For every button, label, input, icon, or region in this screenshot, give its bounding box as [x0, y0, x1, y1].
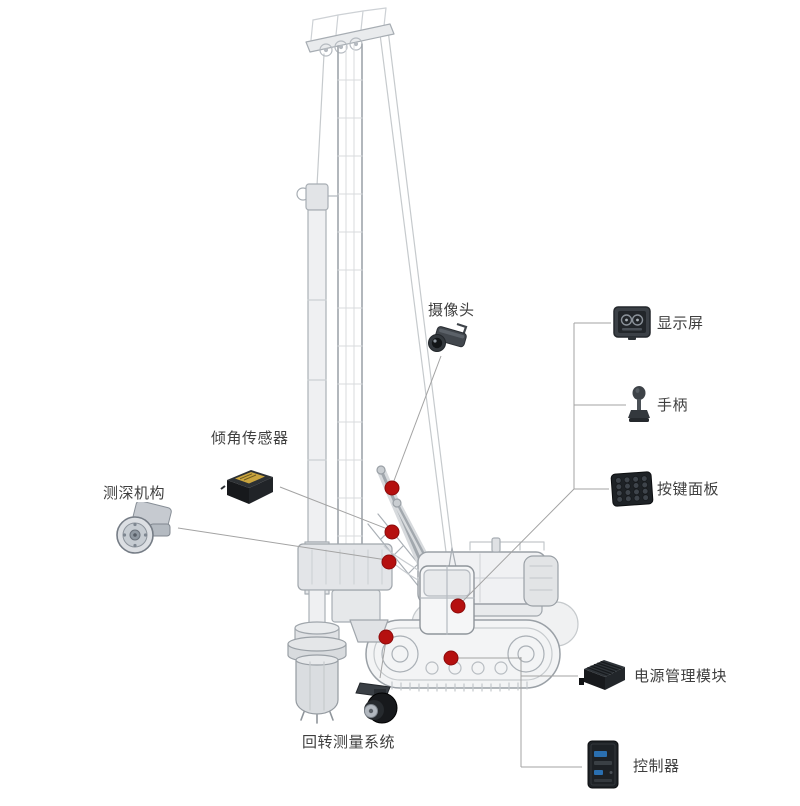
label-keypad: 按键面板: [657, 481, 720, 498]
label-rotary-system: 回转测量系统: [302, 734, 396, 751]
label-display: 显示屏: [657, 315, 704, 332]
kelly-bar: [296, 183, 339, 595]
cctv-camera-icon: [428, 322, 468, 352]
monitor-icon: [613, 306, 651, 340]
mast: [331, 43, 381, 623]
hotspot-depth-mechanism: [381, 554, 397, 570]
hotspot-tilt-sensor: [384, 524, 400, 540]
camera-callout-line: [391, 355, 442, 487]
depth-mechanism-callout-line: [177, 527, 388, 561]
label-tilt-sensor: 倾角传感器: [211, 430, 289, 447]
label-power-module: 电源管理模块: [634, 668, 728, 685]
hotspot-cab-controls: [450, 598, 466, 614]
hotspots: [378, 480, 466, 666]
bottom-bracket-callout-line: [453, 657, 582, 768]
hotspot-power-module: [443, 650, 459, 666]
drill-bucket: [287, 621, 347, 724]
label-camera: 摄像头: [428, 302, 475, 319]
controller-icon: [587, 740, 619, 789]
hotspot-rotary-system: [378, 629, 394, 645]
tilt-sensor-callout-line: [279, 486, 391, 531]
cab: [419, 565, 475, 635]
label-controller: 控制器: [633, 758, 680, 775]
callout-lines: [177, 322, 626, 768]
label-depth-mechanism: 测深机构: [103, 485, 166, 502]
rotary-system-callout-line: [379, 639, 387, 679]
rotary-encoder-icon: [355, 682, 398, 724]
rotary-drive: [297, 543, 393, 625]
right-bracket-callout-line: [459, 322, 626, 605]
hotspot-camera-mount: [384, 480, 400, 496]
cables: [316, 29, 453, 553]
label-joystick: 手柄: [657, 397, 689, 414]
depth-pulley-icon: [116, 502, 172, 554]
tilt-sensor-icon: [220, 470, 273, 504]
crown: [305, 7, 395, 57]
power-module-icon: [579, 660, 625, 690]
joystick-icon: [628, 386, 650, 422]
mast-foot: [349, 619, 389, 643]
keypad-icon: [610, 471, 654, 507]
